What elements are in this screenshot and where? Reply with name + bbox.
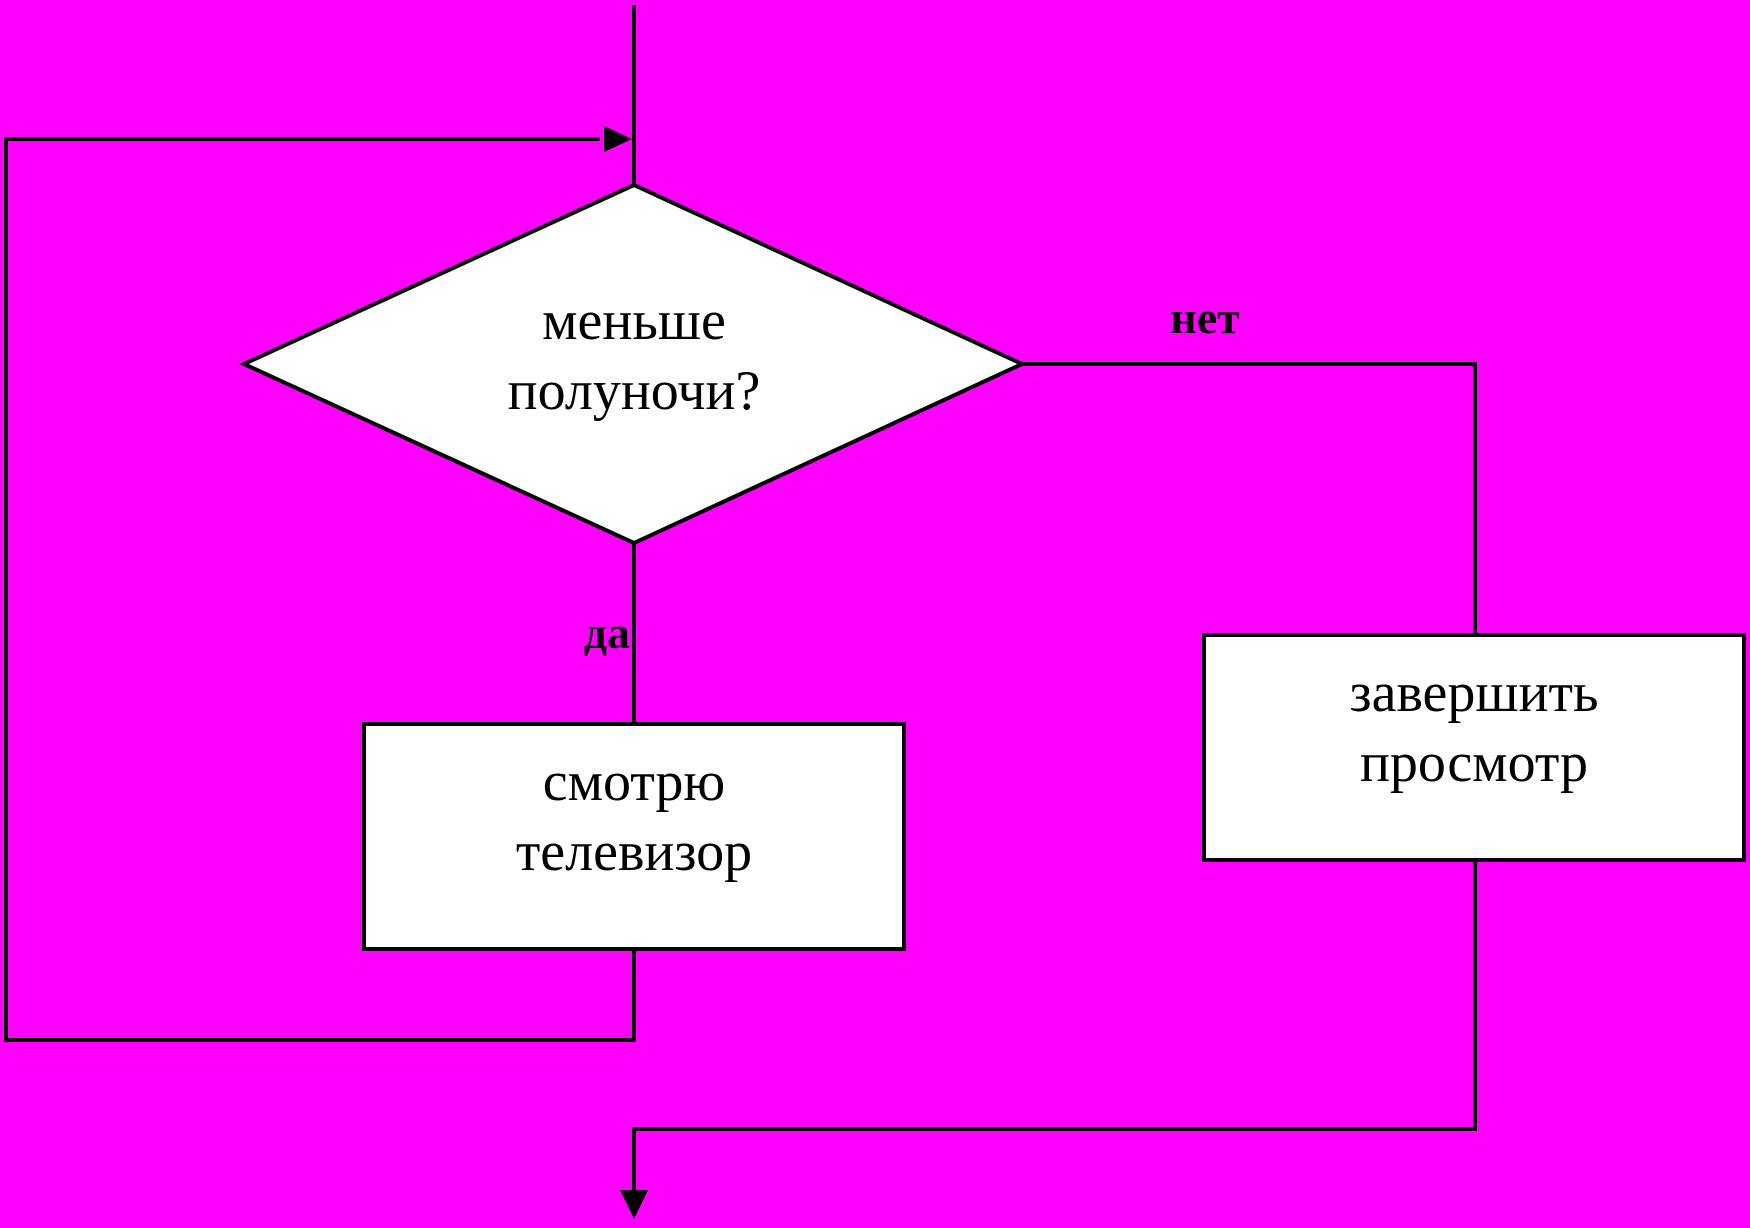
process-finish-line1: завершить xyxy=(1349,662,1598,724)
process-finish-line2: просмотр xyxy=(1360,732,1588,794)
loop-arrow-icon xyxy=(604,126,632,152)
loop-back-connector xyxy=(4,137,636,1042)
no-label: нет xyxy=(1170,292,1240,343)
exit-arrow-icon xyxy=(620,1190,648,1219)
process-watch-tv-line2: телевизор xyxy=(516,821,752,883)
process-watch-tv-box xyxy=(362,722,906,951)
exit-connector xyxy=(632,860,1477,1192)
process-watch-tv-line1: смотрю xyxy=(543,751,726,813)
yes-label: да xyxy=(584,607,630,658)
no-connector xyxy=(1022,362,1477,635)
decision-text-line2: полуночи? xyxy=(508,360,761,422)
decision-text-line1: меньше xyxy=(542,290,726,352)
